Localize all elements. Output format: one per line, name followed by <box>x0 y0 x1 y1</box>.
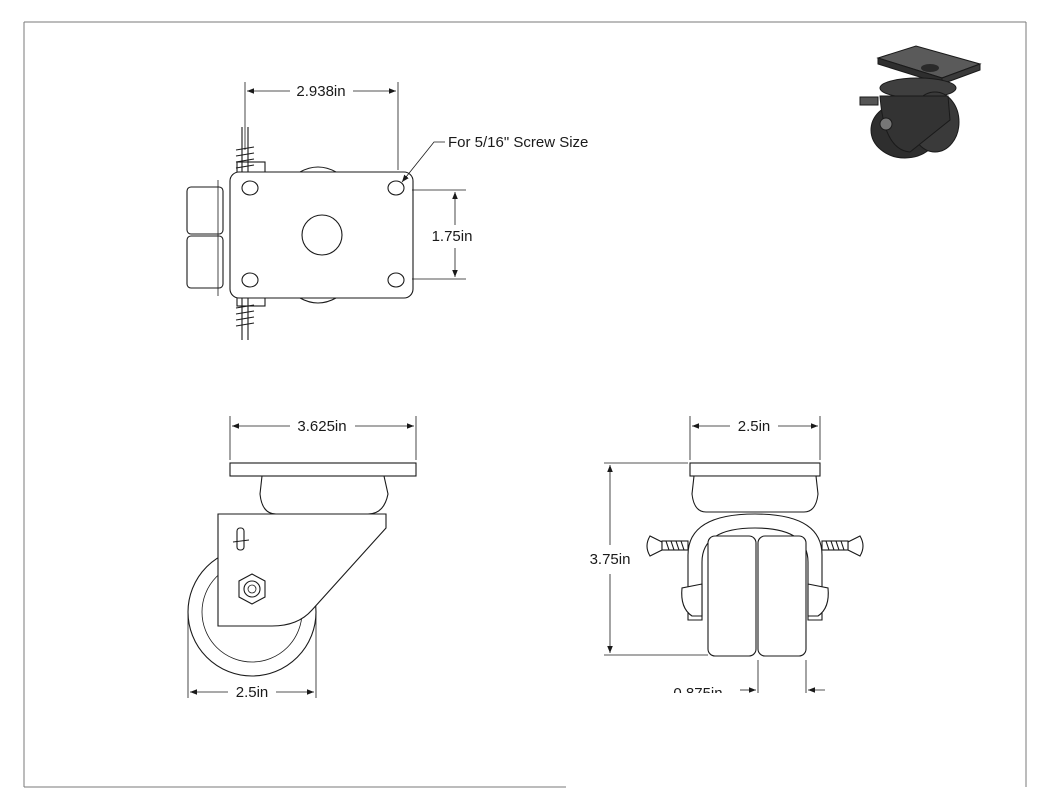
top-view <box>186 82 466 340</box>
dim-side-width: 3.625in <box>297 418 346 435</box>
screw-size-note: For 5/16" Screw Size <box>448 134 588 151</box>
label-clip <box>660 693 770 705</box>
caster-thumbnail <box>859 45 982 159</box>
dim-front-width: 2.5in <box>738 418 771 435</box>
dim-side-wheel: 2.5in <box>236 684 269 701</box>
side-view <box>187 416 417 698</box>
front-view <box>604 416 864 693</box>
dim-top-height: 1.75in <box>432 228 473 245</box>
dim-front-height: 3.75in <box>590 551 631 568</box>
drawing-border <box>23 21 1027 788</box>
dim-top-width: 2.938in <box>296 83 345 100</box>
